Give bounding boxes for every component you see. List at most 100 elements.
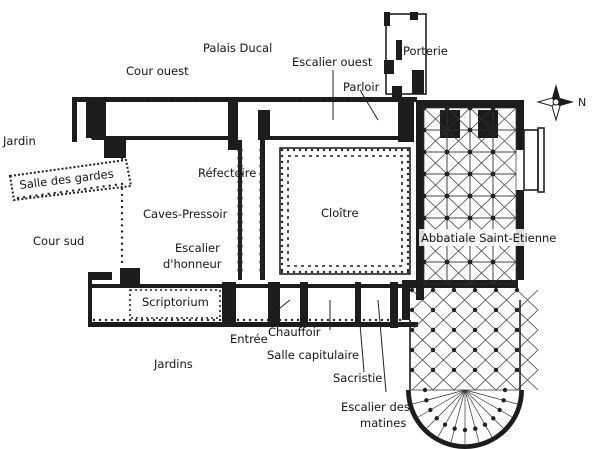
vault-rib	[432, 289, 455, 311]
church-pier	[490, 105, 496, 111]
vault-rib	[411, 369, 434, 391]
apse-pier	[452, 426, 457, 431]
vault-rib	[474, 349, 497, 371]
apse-rib	[437, 389, 466, 437]
vault-rib	[432, 309, 455, 331]
colonnade-dot	[138, 136, 142, 140]
church-pier	[444, 127, 450, 133]
vault-rib	[446, 195, 471, 219]
colonnade-dot	[374, 97, 377, 101]
colonnade-dot	[410, 97, 414, 101]
vault-rib	[423, 195, 448, 219]
gardes-wall-dot	[59, 191, 63, 194]
church-pier	[493, 327, 499, 333]
compass-rose-icon	[536, 84, 574, 122]
cloister-arcade-dot	[280, 208, 284, 212]
colonnade-dot	[167, 97, 171, 101]
refectoire-pillar	[237, 155, 243, 161]
cloister-arcade-dot	[346, 270, 350, 274]
colonnade-dot	[88, 97, 92, 101]
church-pier	[409, 307, 415, 313]
church-pier	[493, 307, 499, 313]
cloister-arcade-dot	[352, 270, 356, 274]
cloister-arcade-dot	[334, 270, 338, 274]
label-sacristie: Sacristie	[333, 371, 382, 385]
cloister-arcade-dot	[406, 160, 410, 164]
cloister-arcade-dot	[286, 270, 290, 274]
apse-pier	[462, 427, 468, 433]
south-range-dot	[170, 318, 174, 322]
colonnade-dot	[240, 97, 244, 101]
south-range-dot	[116, 318, 120, 322]
church-pier	[444, 193, 450, 199]
colonnade-dot	[191, 97, 195, 101]
church-pier	[409, 327, 415, 333]
vault-rib	[469, 195, 494, 219]
church-pier	[430, 347, 436, 353]
colonnade-dot	[113, 97, 116, 101]
vault-rib	[469, 173, 494, 197]
cloister-arcade-dot	[406, 238, 410, 242]
cloister-arcade-dot	[406, 250, 410, 254]
church-pier	[451, 367, 457, 373]
cloister-arcade-dot	[292, 148, 296, 152]
apse-pier	[424, 398, 429, 403]
label-parloir: Parloir	[343, 80, 380, 94]
label-entree: Entrée	[230, 332, 268, 346]
label-escalier-matines-2: matines	[360, 416, 406, 430]
south-range-dot	[368, 318, 372, 322]
colonnade-dot	[270, 97, 274, 101]
colonnade-dot	[186, 136, 190, 140]
vault-rib	[453, 309, 476, 331]
vault-rib	[495, 289, 518, 311]
vault-rib	[492, 173, 517, 197]
cloister-arcade-dot	[406, 172, 410, 176]
colonnade-dot	[126, 136, 130, 140]
south-range-dot	[260, 318, 264, 322]
colonnade-dot	[362, 97, 365, 101]
refectoire-pillar	[237, 203, 243, 209]
colonnade-dot	[120, 248, 124, 251]
label-refectoire: Réfectoire	[198, 166, 256, 180]
cloister-arcade-dot	[316, 148, 320, 152]
church-pier	[493, 367, 499, 373]
apse-rib	[464, 389, 493, 437]
cloister-arcade-dot	[364, 148, 368, 152]
cloister-arcade-dot	[280, 268, 284, 272]
gardes-wall-dot	[108, 184, 111, 187]
south-range-dot	[140, 318, 144, 322]
south-range-dot	[188, 318, 192, 322]
church-pier	[472, 307, 478, 313]
colonnade-dot	[198, 97, 201, 101]
church-pier	[514, 307, 520, 313]
cloister-arcade-dot	[280, 226, 284, 230]
vault-rib	[446, 129, 471, 153]
church-pier	[490, 149, 496, 155]
colonnade-dot	[96, 136, 100, 140]
vault-rib	[474, 329, 497, 351]
south-range-dot	[290, 318, 294, 322]
church-pier	[421, 105, 427, 111]
colonnade-dot	[131, 97, 135, 101]
refectoire-pillar	[259, 195, 265, 201]
church-pier	[409, 347, 415, 353]
refectoire-pillar	[259, 235, 265, 241]
apse-pier	[434, 416, 439, 421]
south-range-dot	[104, 318, 108, 322]
vault-rib	[469, 107, 494, 131]
cloister-arcade-dot	[394, 148, 398, 152]
colonnade-dot	[120, 187, 124, 190]
colonnade-dot	[216, 136, 220, 140]
cloister-arcade-dot	[280, 214, 284, 218]
vault-rib	[492, 261, 517, 285]
church-pier	[430, 327, 436, 333]
church-pier	[490, 193, 496, 199]
colonnade-dot	[90, 136, 94, 140]
cloister-arcade-dot	[382, 148, 386, 152]
label-escalier-ouest: Escalier ouest	[292, 55, 373, 69]
colonnade-dot	[120, 230, 124, 233]
vault-rib	[492, 151, 517, 175]
refectoire-pillar	[237, 195, 243, 201]
colonnade-dot	[120, 254, 124, 258]
vault-rib	[469, 151, 494, 175]
